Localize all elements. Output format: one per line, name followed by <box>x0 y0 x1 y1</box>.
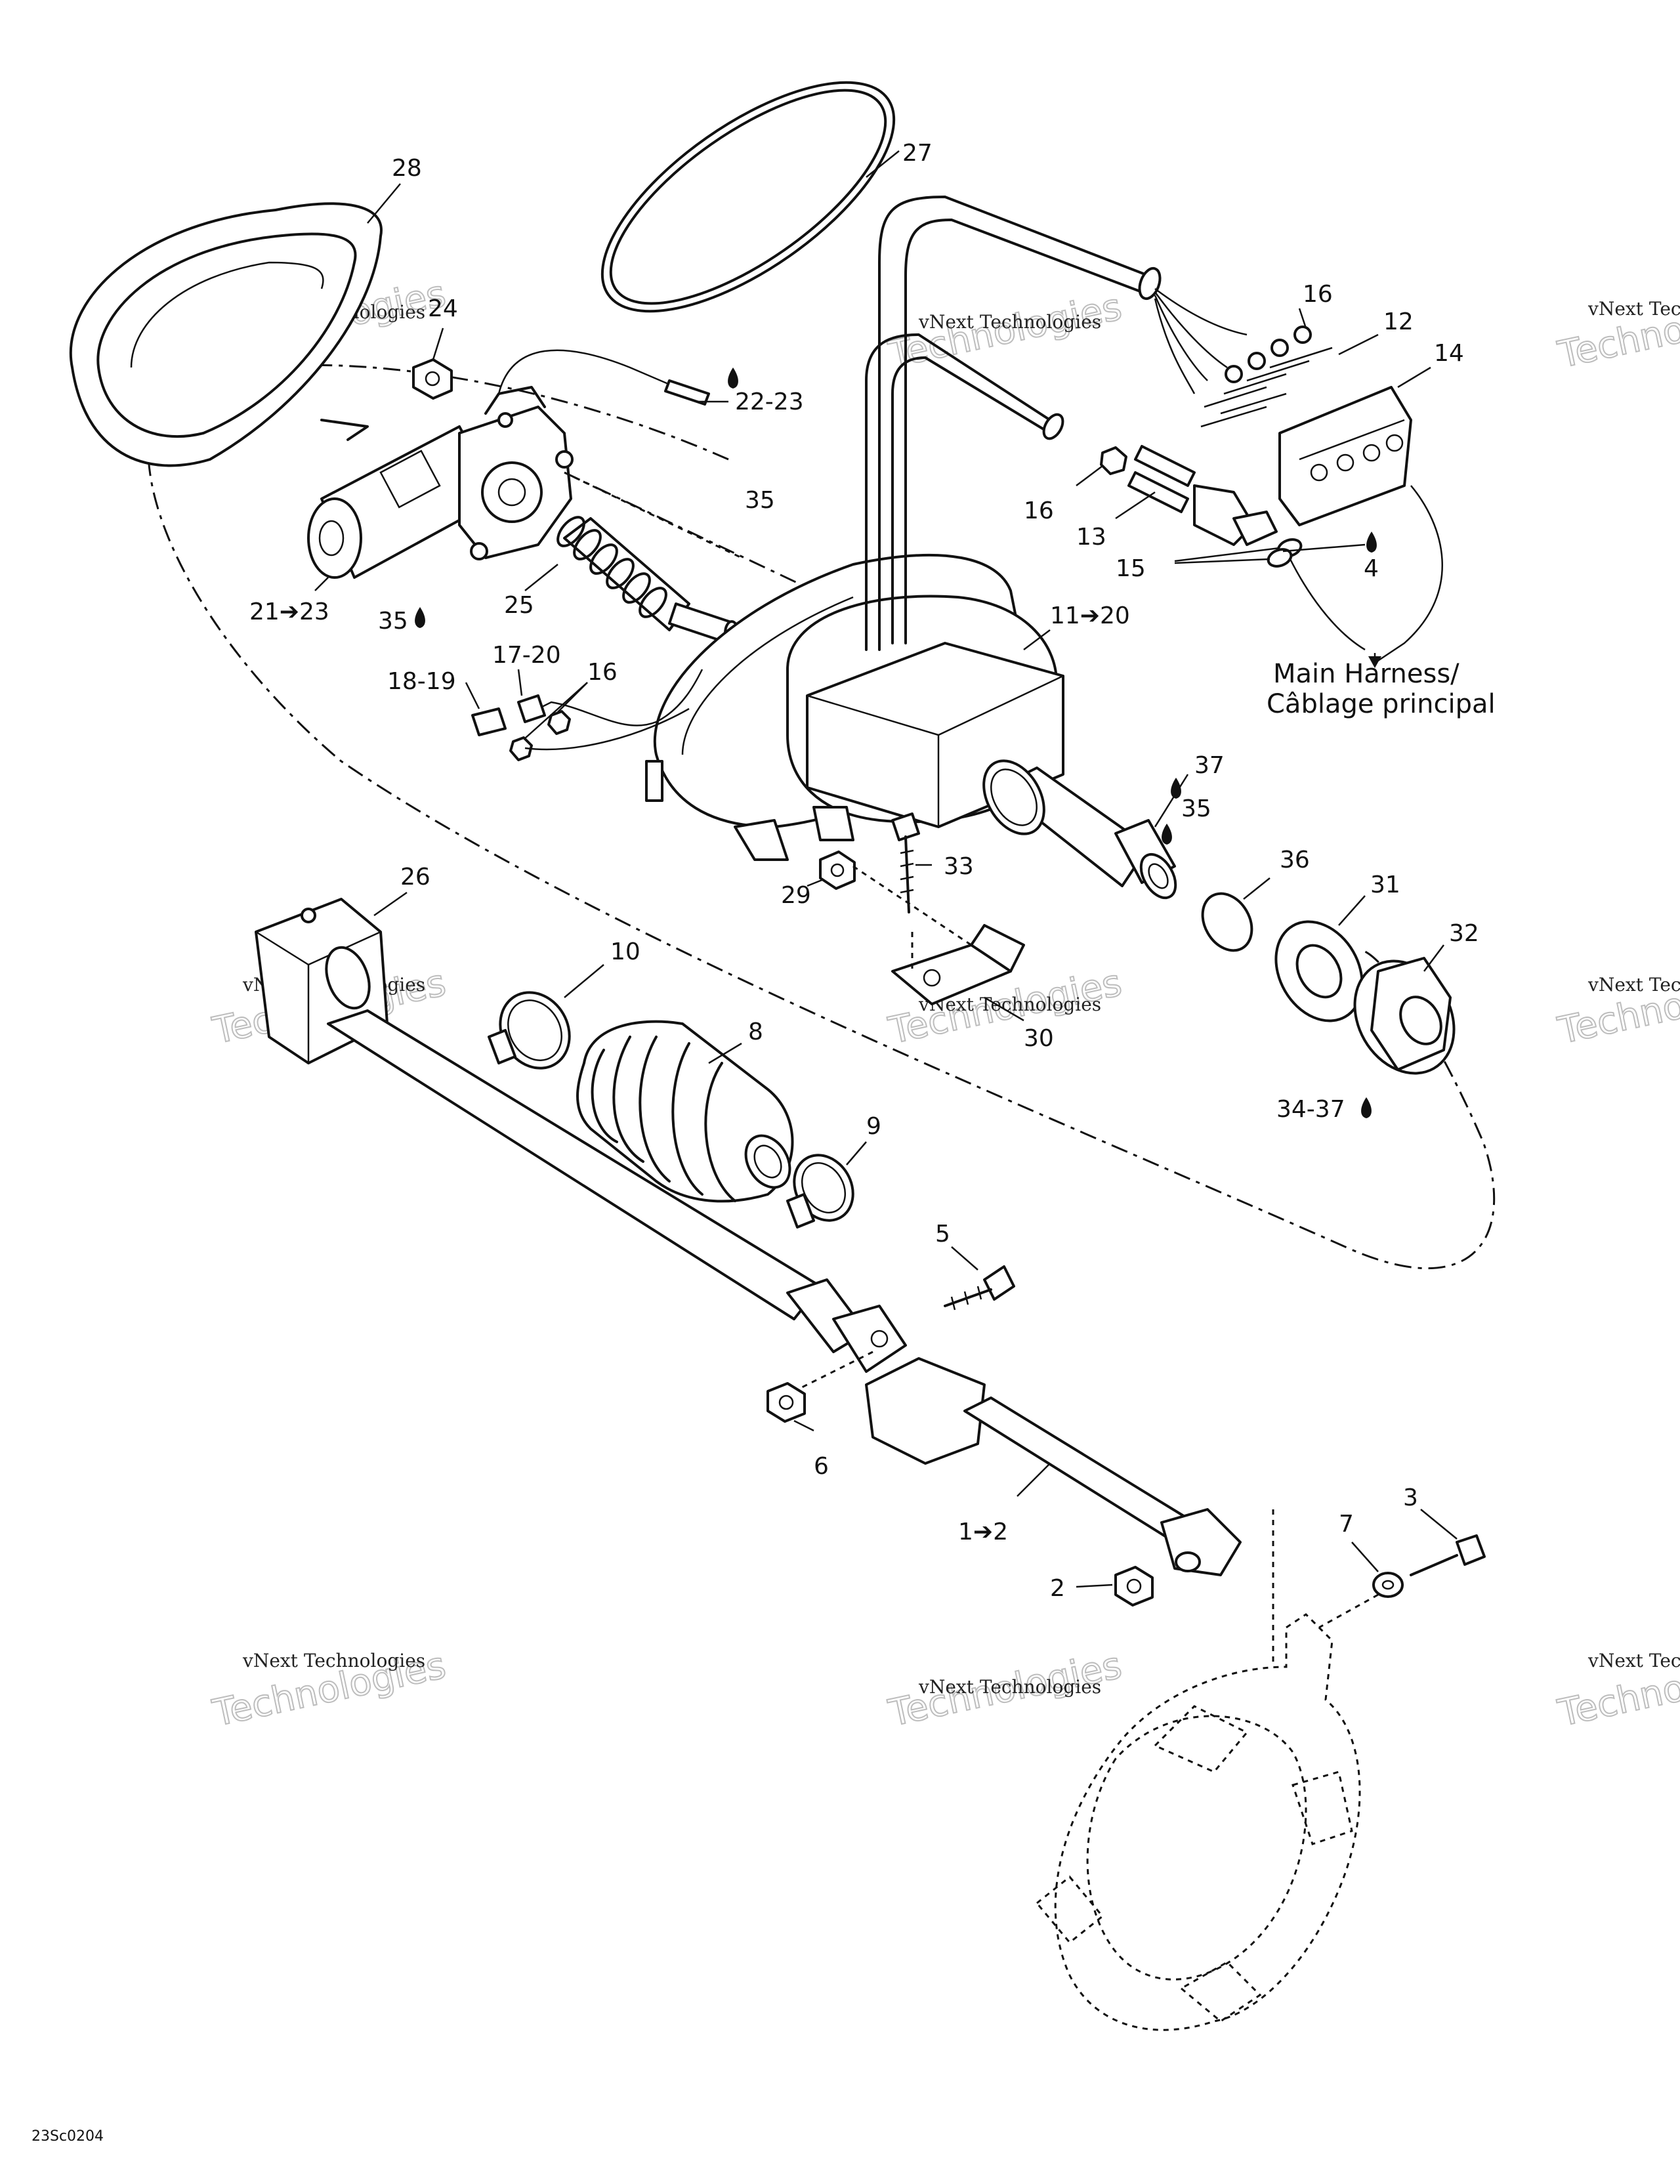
drop-icon <box>1366 532 1377 553</box>
svg-text:vNext Technologies: vNext Technologies <box>918 311 1101 333</box>
part-clamp-9 <box>786 1154 854 1228</box>
part-belt-loop <box>600 81 896 313</box>
leader-lines <box>314 150 1458 1588</box>
callout-27: 27 <box>902 140 933 167</box>
assembly-outline-dashed <box>147 364 1496 1270</box>
diagram-code: 23Sc0204 <box>32 2128 104 2145</box>
callout-1-2: 1➔2 <box>958 1519 1008 1545</box>
part-tube <box>327 1009 907 1393</box>
part-actuator-housing <box>645 196 1177 900</box>
part-sub-connector <box>1100 445 1443 664</box>
part-ring-frame <box>1035 1613 1361 2031</box>
callout-37-top: 37 <box>1194 752 1225 779</box>
part-o-ring-36 <box>1201 892 1253 952</box>
callout-17-20: 17-20 <box>492 642 561 669</box>
part-link-rod <box>865 1357 1274 1667</box>
part-left-wiring <box>471 669 704 761</box>
callout-21-23: 21➔23 <box>249 598 329 625</box>
part-bolt-33 <box>891 812 920 914</box>
watermark: Technologies vNext Technologies <box>1553 1643 1680 1736</box>
callout-16-mid: 16 <box>1024 497 1054 524</box>
svg-text:vNext Technologies: vNext Technologies <box>242 1650 425 1671</box>
part-washer-31 <box>1274 920 1364 1022</box>
callout-14: 14 <box>1434 340 1464 367</box>
callout-5: 5 <box>935 1221 950 1248</box>
callout-labels: 28 27 24 22-23 16 12 14 16 13 15 4 35 21… <box>249 140 1479 1602</box>
callout-4: 4 <box>1364 555 1379 582</box>
callout-13: 13 <box>1076 524 1106 551</box>
callout-34-37: 34-37 <box>1276 1096 1345 1123</box>
part-clamp-10 <box>488 991 571 1070</box>
part-bolt-3 <box>1318 1534 1486 1629</box>
callout-10: 10 <box>610 938 640 965</box>
part-visor-cover <box>69 202 383 467</box>
callout-32: 32 <box>1449 920 1479 947</box>
drop-icon <box>415 607 425 628</box>
callout-36: 36 <box>1280 847 1310 873</box>
part-nut-2 <box>1114 1566 1154 1606</box>
callout-28: 28 <box>392 155 422 182</box>
callout-8: 8 <box>748 1018 763 1045</box>
callout-3: 3 <box>1403 1484 1418 1511</box>
callout-30: 30 <box>1024 1025 1054 1052</box>
callout-6: 6 <box>814 1453 829 1480</box>
part-nut-24 <box>412 358 453 400</box>
main-harness-note: Main Harness/ Câblage principal <box>1267 653 1496 719</box>
part-bolt-5 <box>944 1265 1015 1311</box>
svg-text:vNext Technologies: vNext Technologies <box>1587 974 1680 996</box>
callout-2: 2 <box>1050 1575 1065 1602</box>
drop-icon <box>1162 824 1172 845</box>
drop-icon <box>1361 1097 1372 1118</box>
part-harness-terminals <box>1154 287 1412 526</box>
svg-text:vNext Technologies: vNext Technologies <box>918 1676 1101 1698</box>
callout-15: 15 <box>1116 555 1146 582</box>
part-motor <box>307 349 710 579</box>
watermark: Technologies vNext Technologies <box>208 1643 450 1736</box>
callout-29: 29 <box>781 882 811 909</box>
watermark: Technologies vNext Technologies <box>884 285 1125 377</box>
callout-25: 25 <box>504 592 534 619</box>
drop-icon <box>728 368 738 388</box>
watermark: Technologies vNext Technologies <box>1553 961 1680 1053</box>
part-worm-gear <box>556 471 742 646</box>
callout-7: 7 <box>1339 1511 1354 1538</box>
callout-12: 12 <box>1383 308 1414 335</box>
watermark: Technologies vNext Technologies <box>1553 285 1680 377</box>
watermark: Technologies vNext Technologies <box>884 1643 1125 1736</box>
callout-16-left: 16 <box>587 659 618 686</box>
callout-26: 26 <box>400 864 430 891</box>
main-harness-line2: Câblage principal <box>1267 689 1496 719</box>
callout-18-19: 18-19 <box>387 668 456 695</box>
callout-33: 33 <box>944 853 974 880</box>
part-flange-nut-32 <box>1353 957 1456 1075</box>
callout-35-top: 35 <box>745 487 775 514</box>
callout-35-right: 35 <box>1181 795 1211 822</box>
main-harness-line1: Main Harness/ <box>1273 659 1460 689</box>
part-washer-7 <box>1372 1572 1404 1598</box>
svg-text:vNext Technologies: vNext Technologies <box>1587 1650 1680 1671</box>
callout-31: 31 <box>1370 872 1400 898</box>
callout-22-23: 22-23 <box>735 388 804 415</box>
drop-icon <box>1171 778 1181 799</box>
part-nut-6 <box>766 1382 806 1423</box>
callout-35-left: 35 <box>378 608 408 635</box>
callout-16-top: 16 <box>1303 281 1333 308</box>
callout-24: 24 <box>428 295 458 322</box>
callout-9: 9 <box>866 1113 881 1140</box>
svg-text:vNext Technologies: vNext Technologies <box>1587 298 1680 320</box>
callout-11-20: 11➔20 <box>1050 602 1130 629</box>
part-bellows-boot-8 <box>576 1020 794 1203</box>
part-bracket-30 <box>891 924 1025 1005</box>
